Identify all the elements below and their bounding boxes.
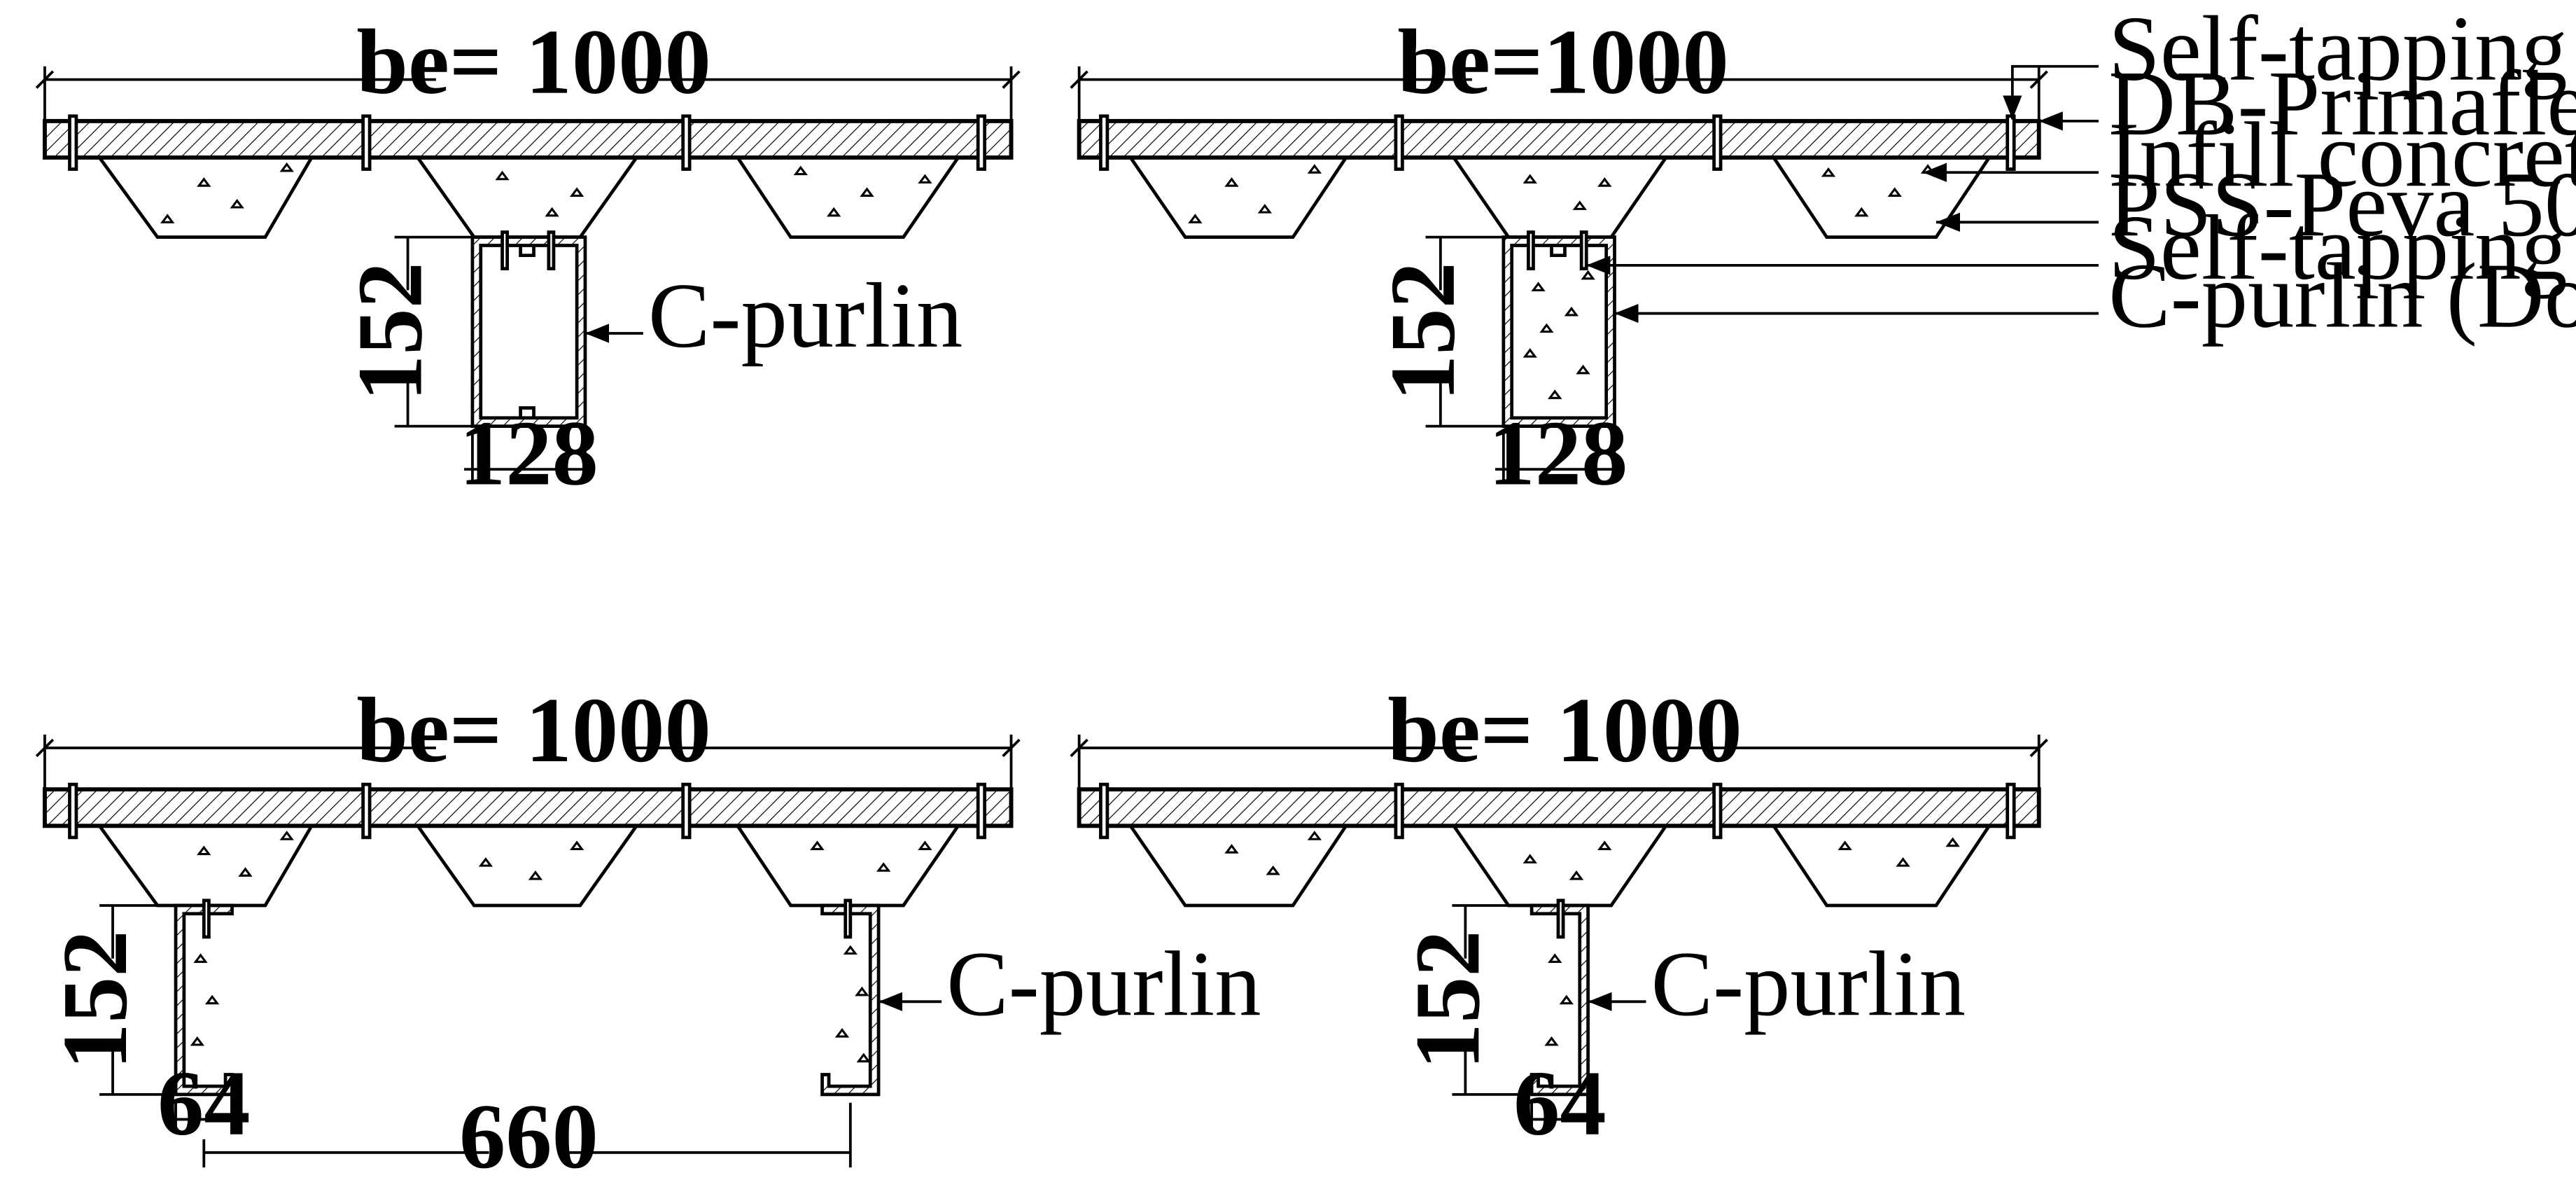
- height-label: 152: [1371, 262, 1474, 401]
- concrete-specks: [160, 162, 932, 223]
- effective-width-label: be= 1000: [1387, 679, 1742, 782]
- effective-width-dimension: be= 1000: [35, 11, 1021, 120]
- flange-label: 64: [1513, 1052, 1606, 1155]
- panel-top-right: be=1000: [1070, 11, 2048, 504]
- effective-width-label: be=1000: [1397, 11, 1728, 113]
- deck-rib: [1770, 155, 1993, 239]
- flange-dimension: 64: [158, 1052, 251, 1155]
- c-purlin-callout: C-purlin: [648, 264, 962, 367]
- height-label: 152: [1396, 930, 1499, 1069]
- width-dimension: 128: [459, 401, 598, 504]
- legend-item-c-purlin-double-filled: C-purlin (Double-Filled): [2108, 244, 2576, 347]
- legend-item-infill-concrete: Infill concrete: [2108, 103, 2576, 206]
- deck-rib: [96, 155, 315, 239]
- deck-rib: [1450, 824, 1670, 908]
- c-purlin-section: [470, 230, 587, 428]
- height-label: 152: [43, 930, 146, 1069]
- deck-screws: [68, 782, 987, 840]
- c-purlin-callout: C-purlin: [1651, 932, 1966, 1035]
- deck-board: [42, 787, 1014, 828]
- c-purlin-right: [820, 898, 881, 1097]
- height-label: 152: [339, 262, 442, 401]
- width-dimension: 128: [1489, 401, 1628, 504]
- concrete-specks: [197, 831, 932, 880]
- deck-rib: [1770, 824, 1993, 908]
- deck-rib: [1127, 824, 1350, 908]
- legend-item-deck-board: DB-Primaflex 18 mm: [2108, 52, 2576, 155]
- deck-screws: [68, 114, 987, 171]
- deck-rib: [96, 824, 315, 908]
- c-purlin-callout: C-purlin: [946, 932, 1261, 1035]
- legend: Self-tapping screw DB-Primaflex 18 mm In…: [1586, 0, 2576, 347]
- effective-width-label: be= 1000: [356, 11, 711, 113]
- height-dimension: 152: [1371, 235, 1504, 428]
- c-purlin-left: [174, 898, 234, 1097]
- c-purlin-filled-section: [1502, 230, 1616, 428]
- panel-bottom-left: be= 1000: [35, 679, 1261, 1188]
- deck-board: [1077, 118, 2041, 160]
- effective-width-dimension: be=1000: [1070, 11, 2048, 120]
- concrete-specks: [1224, 831, 1960, 880]
- c-purlin-section: [1530, 898, 1590, 1097]
- height-dimension: 152: [1396, 904, 1532, 1096]
- deck-rib: [414, 155, 640, 239]
- panel-top-left: be= 1000: [35, 11, 1021, 504]
- legend-item-steel-deck: PSS-Peva 50: [2108, 153, 2576, 256]
- deck-board: [42, 118, 1014, 160]
- deck-screws: [1099, 114, 2016, 171]
- effective-width-dimension: be= 1000: [35, 679, 1021, 788]
- height-dimension: 152: [43, 904, 176, 1096]
- deck-rib: [1450, 155, 1670, 239]
- panel-bottom-right: be= 1000 152: [1070, 679, 2048, 1155]
- deck-rib: [734, 824, 962, 908]
- width-label: 128: [459, 401, 598, 504]
- spacing-dimension: 660: [202, 1085, 852, 1188]
- deck-rib: [414, 824, 640, 908]
- effective-width-dimension: be= 1000: [1070, 679, 2048, 788]
- flange-dimension: 64: [1513, 1052, 1606, 1155]
- height-dimension: 152: [339, 235, 472, 428]
- deck-rib: [734, 155, 962, 239]
- deck-screws: [1099, 782, 2016, 840]
- effective-width-label: be= 1000: [356, 679, 711, 782]
- spacing-label: 660: [459, 1085, 598, 1188]
- width-label: 128: [1489, 401, 1628, 504]
- legend-item-self-tapping-screw-top: Self-tapping screw: [2108, 0, 2576, 100]
- legend-item-self-tapping-screw-bottom: Self-tapping screw: [2108, 196, 2576, 299]
- deck-rib: [1127, 155, 1350, 239]
- deck-board: [1077, 787, 2041, 828]
- flange-label: 64: [158, 1052, 251, 1155]
